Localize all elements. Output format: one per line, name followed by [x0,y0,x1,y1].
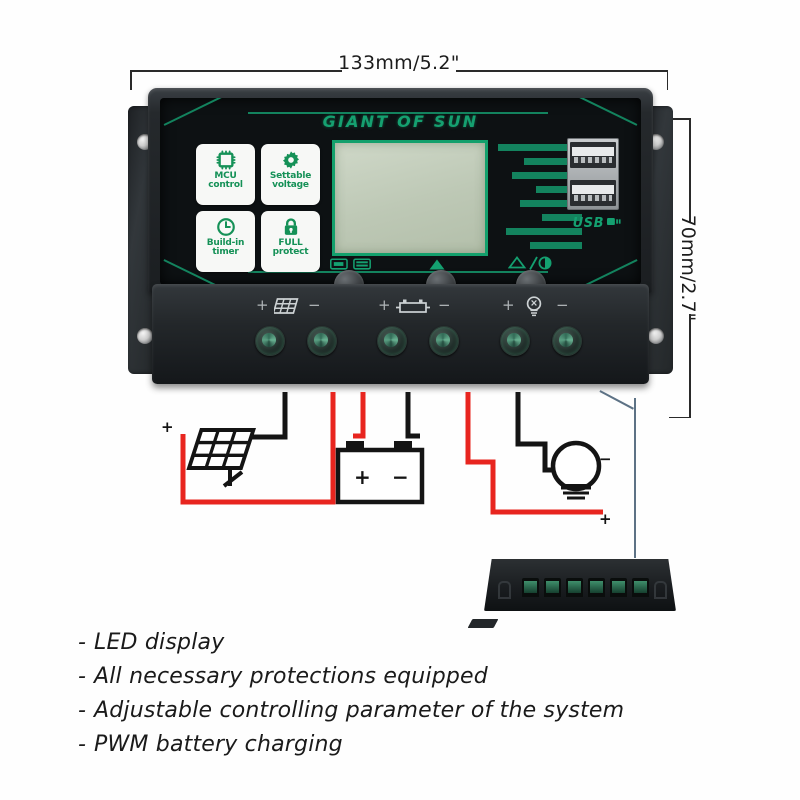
button-row [330,256,555,285]
bulb-graphic [550,440,602,500]
height-dimension: 70mm/2.7" [663,118,713,418]
side-view-body [484,559,676,611]
triangle-light-icon [507,256,554,275]
terminal-screw-solar-plus[interactable] [255,326,285,356]
clock-icon [215,217,237,237]
load-plus-symbol: + [502,296,515,314]
light-button[interactable] [516,270,546,285]
battery-plus-symbol: + [378,296,391,314]
wiring-diagram: + − + − − + [161,392,612,528]
usb-text: USB [572,216,604,231]
dimension-tick-left [130,70,132,90]
decorative-stripes [490,142,582,250]
dimension-line-left [130,70,342,72]
terminal-screw-group [152,326,649,360]
dimension-tick-bottom [669,416,690,418]
solar-minus-label: − [230,421,243,439]
battery-mode-icon [330,256,374,275]
battery-icon [396,298,430,319]
dimension-tick-top [669,118,690,120]
usb-dual-port[interactable] [567,138,619,210]
bulb-icon [524,295,544,321]
lock-icon [280,217,302,237]
solar-charge-controller: GIANT OF SUN [128,88,673,393]
side-view-terminal [522,578,539,597]
chip-icon [215,150,237,170]
solar-plus-symbol: + [256,296,269,314]
dimension-line-right [456,70,668,72]
menu-button[interactable] [334,270,364,285]
terminal-screw-battery-plus[interactable] [377,326,407,356]
solar-panel-icon [272,297,300,320]
lcd-display [332,140,488,256]
up-button[interactable] [426,270,456,285]
side-view-terminal [588,578,605,597]
accent-line [552,259,638,285]
feature-list: -LED display -All necessary protections … [78,630,678,766]
terminal-side-view [462,553,690,628]
height-dimension-label: 70mm/2.7" [677,214,699,322]
terminal-screw-load-minus[interactable] [552,326,582,356]
svg-text:+: + [354,465,371,489]
mounting-hole-icon [648,328,664,344]
solar-plus-label: + [161,418,174,436]
list-item: -PWM battery charging [78,732,343,757]
list-item: -LED display [78,630,225,655]
battery-positive-wire [353,392,366,439]
usb-port-lower[interactable] [570,180,616,206]
terminal-block-housing: + − + [152,284,649,384]
side-view-terminal [610,578,627,597]
dimension-tick-right [666,70,668,90]
load-plus-label: + [599,510,612,528]
solar-positive-wire [180,392,336,505]
side-view-mounting-foot [467,619,499,628]
brand-logo: GIANT OF SUN [322,112,479,131]
width-dimension: 133mm/5.2" [130,52,668,90]
list-item: -Adjustable controlling parameter of the… [78,698,625,723]
dimension-line-bottom [689,314,691,418]
leader-line-vertical [634,398,636,558]
solar-minus-symbol: − [308,296,321,314]
side-view-end-slot [654,581,667,599]
triangle-up-icon [428,256,446,275]
load-minus-symbol: − [556,296,569,314]
battery-minus-symbol: − [438,296,451,314]
side-view-terminal [566,578,583,597]
terminal-markings: + − + [152,294,649,320]
mounting-hole-icon [137,328,153,344]
gear-icon [280,150,302,170]
controller-front-panel: GIANT OF SUN [148,88,653,293]
usb-label: USB [573,216,621,231]
list-item: -All necessary protections equipped [78,664,488,689]
svg-text:−: − [392,465,409,489]
side-view-end-slot [498,581,511,599]
side-view-terminal [544,578,561,597]
accent-line [248,112,548,114]
panel-bezel: GIANT OF SUN [160,98,641,285]
terminal-screw-solar-minus[interactable] [307,326,337,356]
load-minus-label: − [599,450,612,468]
terminal-screw-battery-minus[interactable] [429,326,459,356]
usb-connector-icon [607,216,621,231]
battery-negative-wire [405,392,420,439]
usb-port-upper[interactable] [570,142,616,168]
accent-line [248,271,548,273]
dimension-line-top [689,118,691,222]
terminal-screw-load-plus[interactable] [500,326,530,356]
width-dimension-label: 133mm/5.2" [338,52,460,74]
battery-graphic: + − [335,441,425,505]
solar-panel-graphic [186,428,256,488]
side-view-terminal [632,578,649,597]
load-positive-wire [465,392,603,515]
